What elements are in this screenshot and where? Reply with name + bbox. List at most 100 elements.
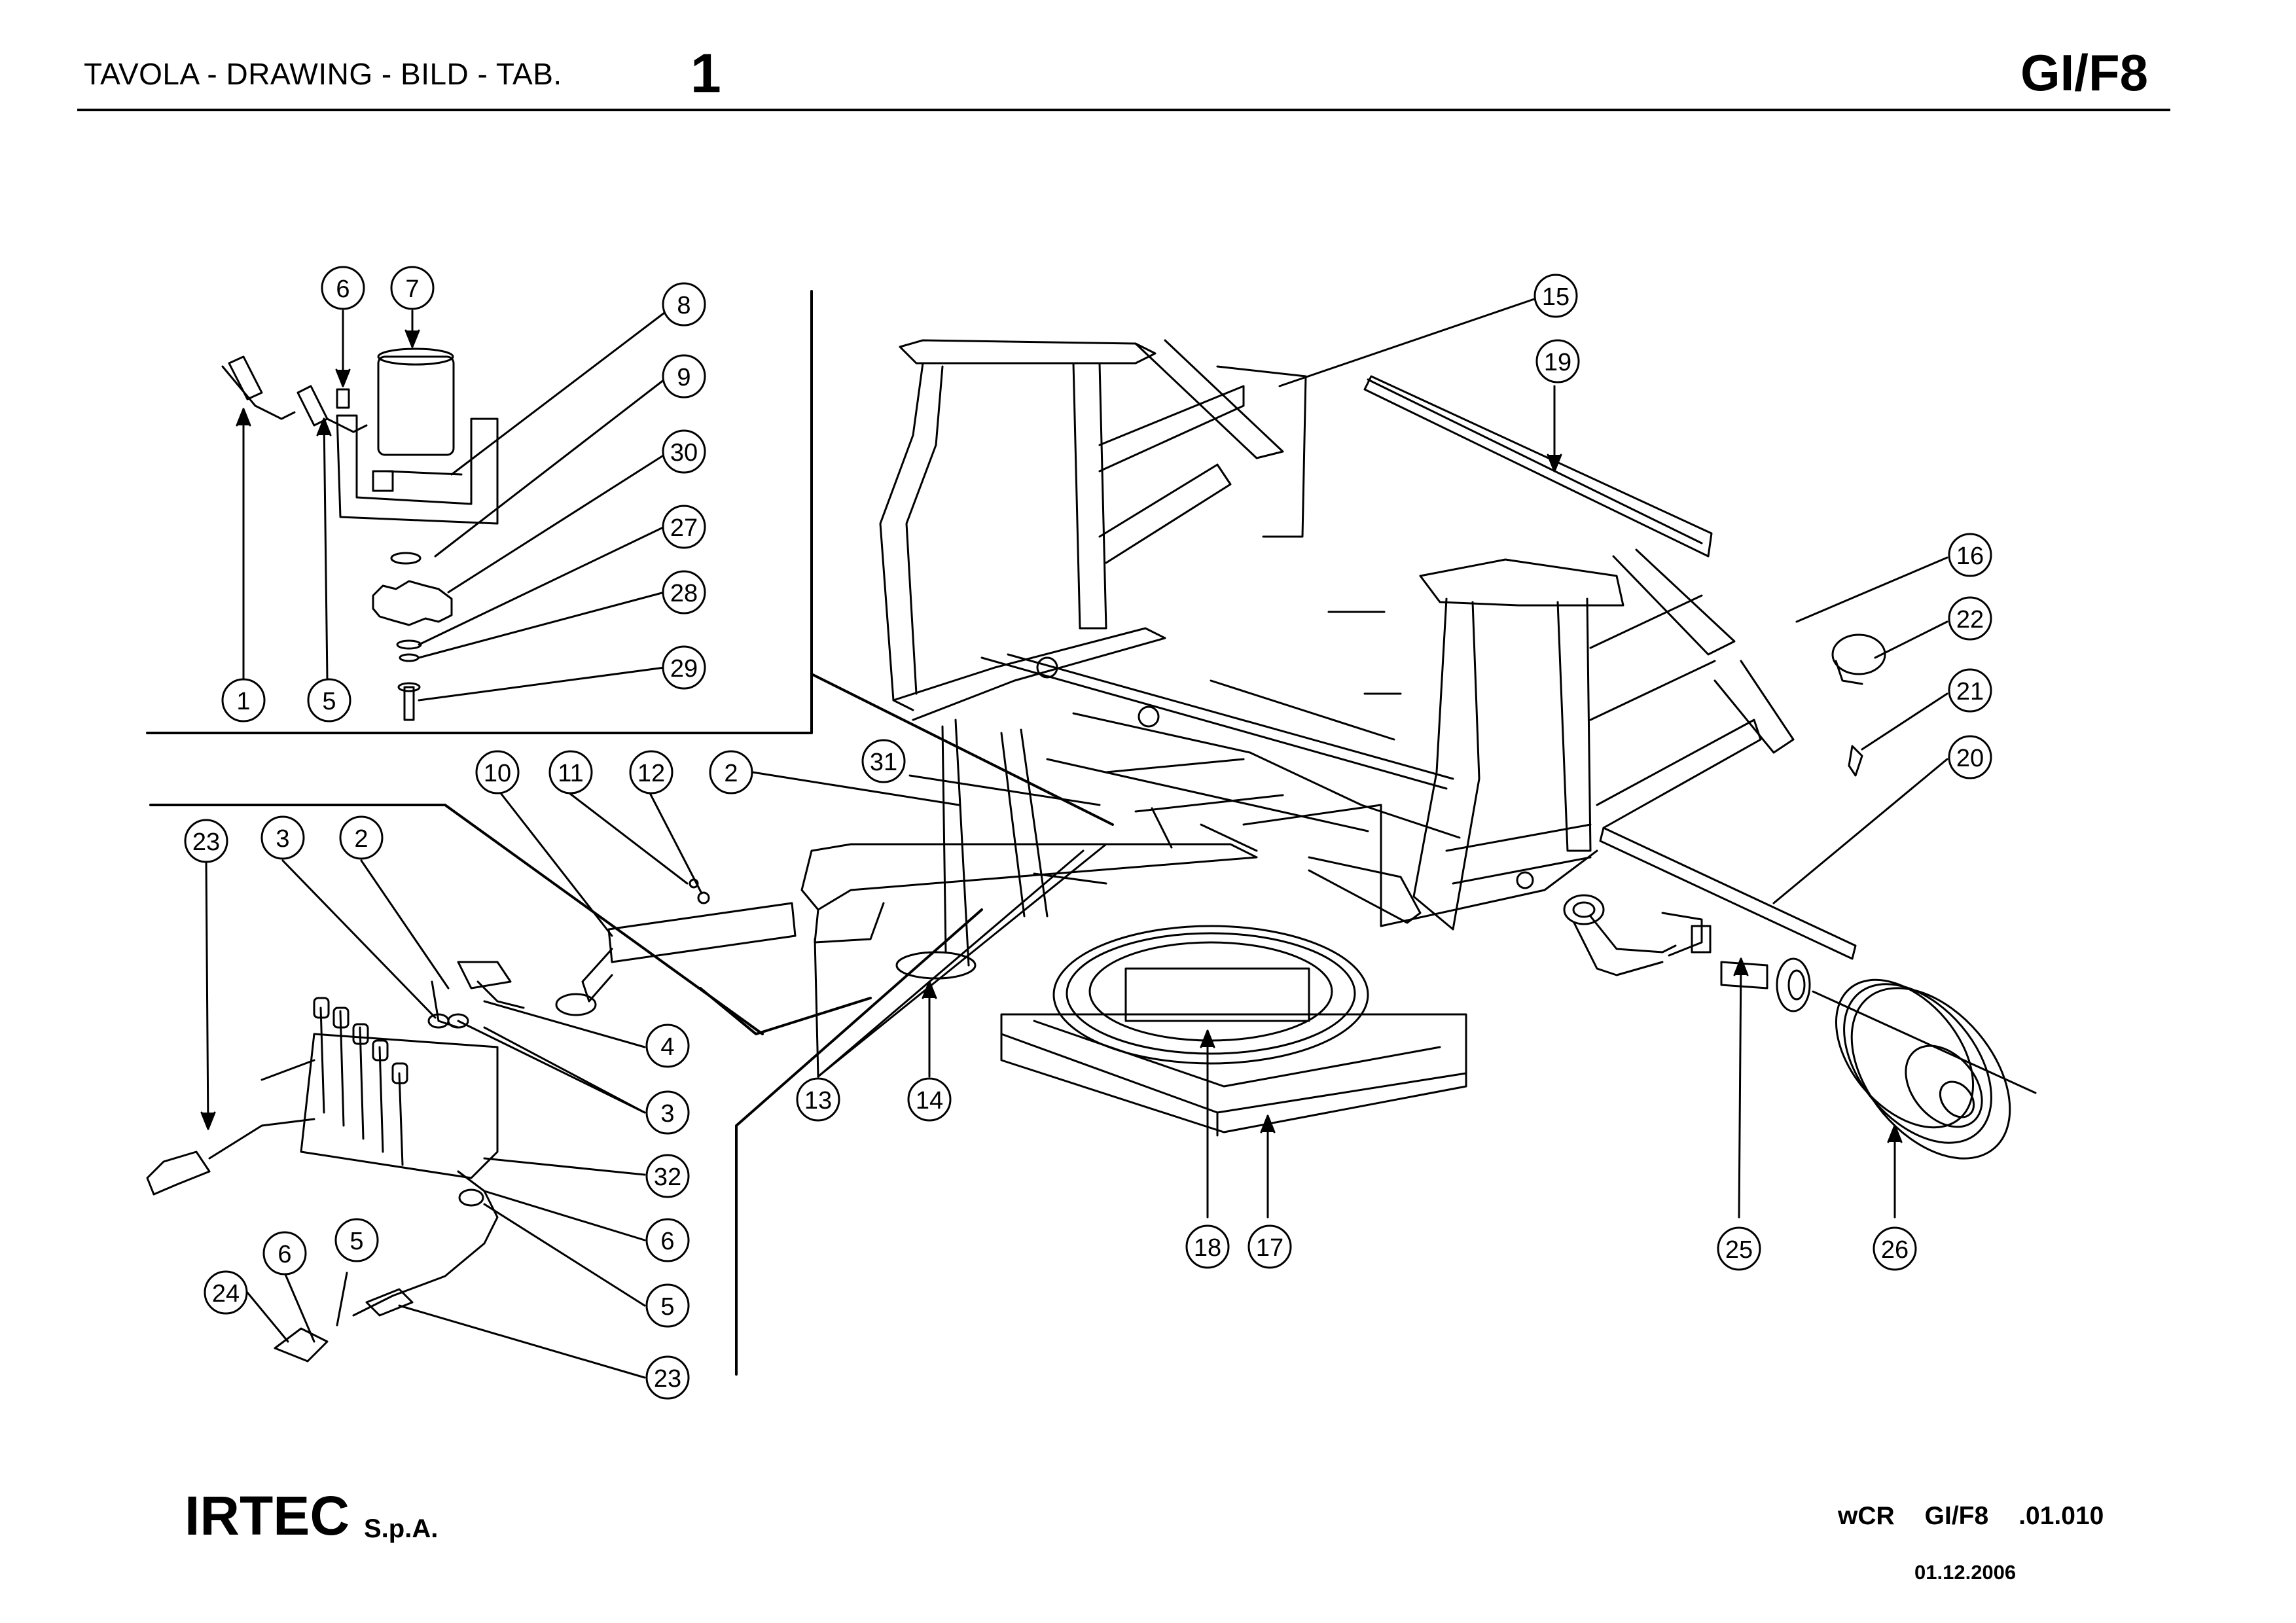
svg-text:25: 25 xyxy=(1725,1236,1753,1264)
svg-text:29: 29 xyxy=(670,655,698,683)
callout-6: 6 xyxy=(262,1231,307,1275)
company-suffix: S.p.A. xyxy=(364,1514,439,1543)
callout-30: 30 xyxy=(662,429,706,474)
svg-text:5: 5 xyxy=(660,1293,674,1321)
callout-24: 24 xyxy=(204,1270,248,1315)
callout-3: 3 xyxy=(260,815,305,860)
callout-1: 1 xyxy=(221,678,266,722)
callout-14: 14 xyxy=(907,1077,952,1122)
ref-prefix: wCR xyxy=(1838,1502,1895,1530)
callout-9: 9 xyxy=(662,354,706,399)
callout-22: 22 xyxy=(1948,596,1992,641)
svg-text:3: 3 xyxy=(276,825,289,853)
svg-text:6: 6 xyxy=(336,276,350,303)
callout-23: 23 xyxy=(645,1355,690,1400)
wheel-assembly xyxy=(1563,894,2037,1160)
callout-2: 2 xyxy=(339,815,384,860)
svg-text:17: 17 xyxy=(1256,1234,1283,1262)
svg-text:22: 22 xyxy=(1956,606,1984,633)
svg-text:6: 6 xyxy=(660,1228,674,1255)
callout-28: 28 xyxy=(662,570,706,615)
callout-23: 23 xyxy=(184,819,228,863)
svg-text:2: 2 xyxy=(724,760,738,787)
svg-text:23: 23 xyxy=(654,1365,681,1393)
svg-text:10: 10 xyxy=(484,760,511,787)
svg-text:24: 24 xyxy=(212,1280,240,1308)
svg-text:31: 31 xyxy=(870,749,897,776)
svg-text:20: 20 xyxy=(1956,745,1984,772)
callout-6: 6 xyxy=(321,266,365,310)
svg-text:9: 9 xyxy=(677,364,691,391)
callout-10: 10 xyxy=(475,750,520,794)
callout-20: 20 xyxy=(1948,735,1992,779)
svg-text:23: 23 xyxy=(192,829,220,856)
svg-text:27: 27 xyxy=(670,514,698,542)
callout-bubbles: 1 5 6 7 8 9 30 27 28 29 10 11 12 2 31 23… xyxy=(184,266,1992,1400)
callout-11: 11 xyxy=(548,750,593,794)
callout-5: 5 xyxy=(334,1218,379,1262)
callout-5: 5 xyxy=(645,1283,690,1328)
svg-text:30: 30 xyxy=(670,439,698,467)
callout-15: 15 xyxy=(1534,274,1578,318)
drawbar xyxy=(555,719,1258,1016)
callout-32: 32 xyxy=(645,1154,690,1198)
svg-text:32: 32 xyxy=(654,1164,681,1191)
ref-code: GI/F8 xyxy=(1924,1502,1989,1530)
callout-16: 16 xyxy=(1948,533,1992,577)
callout-18: 18 xyxy=(1185,1224,1230,1269)
callout-3: 3 xyxy=(645,1090,690,1135)
document-date: 01.12.2006 xyxy=(1914,1561,2017,1584)
machine-frame xyxy=(879,339,1795,931)
svg-text:18: 18 xyxy=(1194,1234,1221,1262)
pump-assembly xyxy=(221,348,499,721)
callout-6: 6 xyxy=(645,1218,690,1262)
document-reference: wCR GI/F8 .01.010 xyxy=(1838,1502,2134,1531)
svg-text:7: 7 xyxy=(405,276,419,303)
svg-text:8: 8 xyxy=(677,292,691,319)
table-number: 1 xyxy=(691,43,721,104)
callout-5: 5 xyxy=(307,678,351,722)
callout-26: 26 xyxy=(1873,1226,1917,1271)
svg-text:26: 26 xyxy=(1881,1236,1909,1264)
callout-4: 4 xyxy=(645,1024,690,1068)
callout-17: 17 xyxy=(1247,1224,1292,1269)
callout-27: 27 xyxy=(662,505,706,549)
small-parts xyxy=(1831,633,1886,777)
turntable xyxy=(1000,925,1467,1137)
leader-lines xyxy=(200,296,1948,1379)
drawing-code: GI/F8 xyxy=(2020,44,2148,101)
valve-block xyxy=(146,961,525,1363)
svg-text:2: 2 xyxy=(354,825,368,853)
callout-21: 21 xyxy=(1948,668,1992,713)
long-bar xyxy=(1363,375,1857,960)
callout-2: 2 xyxy=(709,750,753,794)
callout-25: 25 xyxy=(1717,1226,1761,1271)
callout-8: 8 xyxy=(662,282,706,327)
callout-7: 7 xyxy=(390,266,435,310)
callout-31: 31 xyxy=(861,739,906,783)
svg-text:6: 6 xyxy=(278,1241,291,1268)
svg-text:13: 13 xyxy=(804,1087,832,1115)
svg-text:3: 3 xyxy=(660,1100,674,1128)
callout-29: 29 xyxy=(662,645,706,690)
svg-text:5: 5 xyxy=(350,1228,363,1255)
company-brand: IRTEC xyxy=(185,1485,350,1546)
svg-text:1: 1 xyxy=(236,688,250,715)
svg-text:4: 4 xyxy=(660,1033,674,1061)
svg-text:21: 21 xyxy=(1956,678,1984,705)
svg-text:11: 11 xyxy=(558,760,583,787)
drawing-label: TAVOLA - DRAWING - BILD - TAB. xyxy=(84,57,562,91)
header-rule xyxy=(77,109,2170,111)
svg-text:15: 15 xyxy=(1542,283,1570,311)
svg-text:12: 12 xyxy=(637,760,665,787)
svg-text:14: 14 xyxy=(916,1087,943,1115)
svg-text:19: 19 xyxy=(1544,349,1571,376)
svg-text:5: 5 xyxy=(322,688,336,715)
svg-text:16: 16 xyxy=(1956,543,1984,570)
svg-text:28: 28 xyxy=(670,580,698,607)
callout-19: 19 xyxy=(1535,339,1580,383)
ref-number: .01.010 xyxy=(2018,1502,2104,1530)
callout-12: 12 xyxy=(629,750,673,794)
callout-13: 13 xyxy=(796,1077,840,1122)
